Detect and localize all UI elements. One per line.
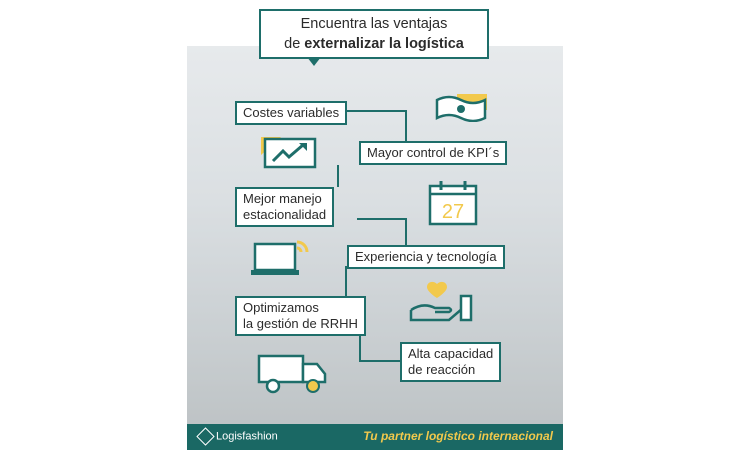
hand-heart-icon: [409, 281, 473, 322]
connector-7: [359, 330, 361, 360]
benefit-label-line2: de reacción: [408, 362, 476, 377]
calendar-icon: 27: [428, 181, 478, 226]
benefit-label-line1: Mejor manejo: [243, 191, 322, 206]
benefit-costes-variables: Costes variables: [235, 101, 348, 125]
infographic-card: Encuentra las ventajas de externalizar l…: [187, 0, 563, 450]
connector-5: [405, 218, 407, 246]
trend-chart-icon: [261, 137, 317, 169]
footer-bar: Logisfashion Tu partner logístico intern…: [187, 424, 563, 450]
title-bold: externalizar la logística: [304, 36, 464, 52]
benefit-label: Costes variables: [243, 105, 340, 120]
benefit-rrhh: Optimizamos la gestión de RRHH: [235, 296, 366, 336]
title-prefix: de: [284, 36, 305, 52]
calendar-day: 27: [442, 201, 464, 223]
benefit-reaccion: Alta capacidad de reacción: [400, 342, 502, 382]
money-bill-icon: [435, 94, 487, 122]
title-line-2: de externalizar la logística: [261, 36, 487, 52]
brand-logo: Logisfashion: [196, 427, 278, 446]
connector-3: [337, 165, 339, 187]
benefit-experiencia: Experiencia y tecnología: [347, 245, 505, 269]
tagline: Tu partner logístico internacional: [363, 429, 553, 443]
connector-8: [359, 360, 401, 362]
benefit-label-line1: Optimizamos: [243, 300, 319, 315]
benefit-label-line2: la gestión de RRHH: [243, 316, 358, 331]
connector-1: [347, 110, 407, 112]
truck-icon: [257, 354, 327, 394]
logo-icon: [196, 427, 215, 446]
benefit-label: Mayor control de KPI´s: [367, 145, 500, 160]
connector-2: [405, 110, 407, 145]
brand-name: Logisfashion: [216, 430, 278, 443]
benefit-label-line1: Alta capacidad: [408, 346, 494, 361]
benefit-mayor-control: Mayor control de KPI´s: [359, 141, 508, 165]
title-box: Encuentra las ventajas de externalizar l…: [259, 9, 489, 59]
title-line-1: Encuentra las ventajas: [300, 16, 448, 32]
title-pointer: [307, 57, 321, 66]
connector-4: [357, 218, 407, 220]
benefit-label: Experiencia y tecnología: [355, 249, 497, 264]
laptop-wifi-icon: [251, 240, 309, 275]
benefit-estacionalidad: Mejor manejo estacionalidad: [235, 187, 335, 227]
connector-6: [345, 266, 347, 296]
benefit-label-line2: estacionalidad: [243, 207, 327, 222]
